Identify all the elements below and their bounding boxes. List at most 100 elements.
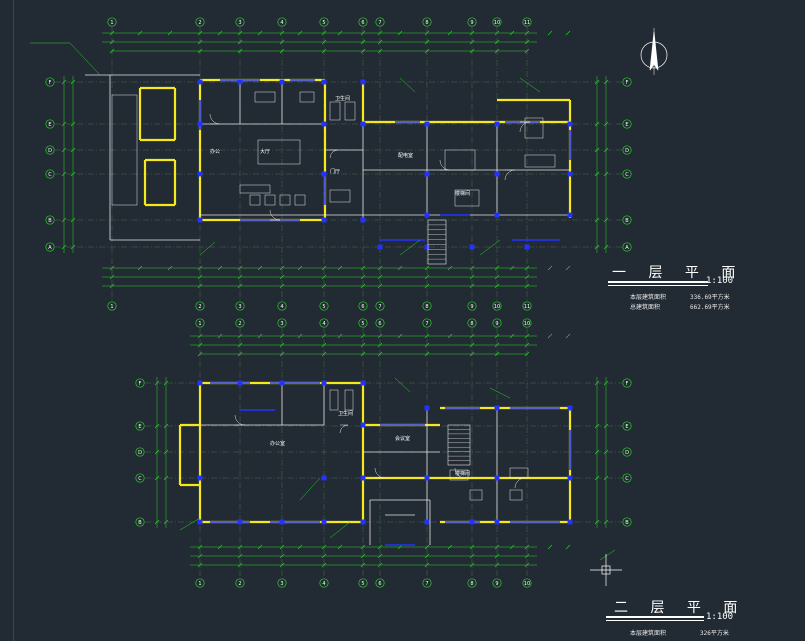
p2-col-bubble [358, 578, 368, 588]
p1-col-bubble [467, 301, 477, 311]
p2-fixture [509, 489, 523, 501]
p2-door-swing [374, 467, 386, 479]
p1-structural-column [424, 171, 430, 177]
p2-structural-column [237, 519, 243, 525]
p1-fixture [294, 194, 306, 206]
p2-dim-tick [197, 544, 203, 550]
p1-annotation-leader [399, 77, 416, 93]
p2-fixture [509, 467, 529, 479]
p1-row-bubble-text: D [625, 148, 629, 154]
p1-dim-tick [297, 265, 303, 271]
p1-dim-tick [594, 147, 600, 153]
p2-dim-tick [163, 380, 169, 386]
p1-dim-tick [321, 39, 327, 45]
p1-col-bubble-text: 2 [198, 20, 201, 26]
p1-structural-column [494, 212, 500, 218]
p1-dim-tick [547, 30, 553, 36]
p2-col-bubble [319, 318, 329, 328]
p1-dim-tick [109, 274, 115, 280]
p1-row-bubble-text: E [48, 122, 51, 128]
p2-stair [447, 424, 471, 466]
p2-structural-column [197, 475, 203, 481]
p1-dim-tick [424, 48, 430, 54]
p1-structural-column [524, 244, 530, 250]
p1-dim-tick [424, 274, 430, 280]
p1-col-bubble-text: 9 [470, 304, 473, 310]
p2-structural-column [279, 380, 285, 386]
p1-col-bubble [107, 17, 117, 27]
p2-dim-tick [297, 544, 303, 550]
p2-dim-tick [603, 423, 609, 429]
p2-door-swing [454, 467, 466, 479]
annotation-layer [590, 28, 668, 586]
p2-dim-tick [377, 342, 383, 348]
p2-dim-tick [424, 333, 430, 339]
p2-dim-tick [279, 544, 285, 550]
crosshair-box [601, 565, 611, 575]
p1-dim-tick [524, 274, 530, 280]
p1-fixture [249, 194, 261, 206]
p2-col-bubble [195, 318, 205, 328]
p2-dim-tick [279, 553, 285, 559]
p1-dim-tick [377, 265, 383, 271]
p1-dim-tick [257, 265, 263, 271]
p1-row-bubble [45, 169, 55, 179]
p2-fixture [329, 389, 339, 411]
p2-row-bubble [135, 378, 145, 388]
p2-row-bubble-text: B [625, 520, 629, 526]
p2-dim-tick [163, 519, 169, 525]
p1-col-bubble [319, 17, 329, 27]
p1-door-swing [439, 159, 451, 171]
p2-col-bubble-text: 3 [280, 321, 283, 327]
room-label-office: 办公 [210, 149, 221, 155]
p2-row-bubble [135, 447, 145, 457]
p2-dim-tick [197, 351, 203, 357]
p2-structural-column [360, 475, 366, 481]
p1-dim-tick [524, 283, 530, 289]
p2-dim-tick [594, 519, 600, 525]
p2-dim-tick [279, 351, 285, 357]
p1-dim-tick [197, 274, 203, 280]
p2-row-bubble [135, 421, 145, 431]
p1-structural-column [424, 212, 430, 218]
p1-fixture [254, 91, 276, 103]
p1-col-bubble [277, 17, 287, 27]
room-label-lobby: 门厅 [330, 169, 341, 175]
p2-structural-column [279, 519, 285, 525]
p1-row-bubble [622, 169, 632, 179]
p1-structural-column [321, 171, 327, 177]
p2-dim-tick [321, 333, 327, 339]
p1-dim-tick [494, 283, 500, 289]
p1-row-bubble-text: C [48, 172, 52, 178]
p1-structural-column [321, 217, 327, 223]
p2-dim-tick [594, 475, 600, 481]
p2-row-bubble-text: B [138, 520, 142, 526]
p1-structural-column [567, 121, 573, 127]
p1-dim-tick [197, 265, 203, 271]
p2-dim-tick [524, 342, 530, 348]
p2-col-bubble [522, 318, 532, 328]
p2-structural-column [567, 475, 573, 481]
p1-row-bubble-text: F [626, 80, 629, 86]
room-label-stair: 楼梯间 [455, 191, 471, 197]
p1-col-bubble [422, 17, 432, 27]
p2-dim-tick [603, 380, 609, 386]
p1-col-bubble [195, 301, 205, 311]
p1-structural-column [360, 79, 366, 85]
p2-col-bubble-text: 5 [361, 321, 364, 327]
p2-dim-tick [360, 333, 366, 339]
p1-row-bubble [622, 215, 632, 225]
p1-dim-tick [217, 265, 223, 271]
p1-col-bubble-text: 1 [110, 304, 113, 310]
p2-col-bubble [467, 318, 477, 328]
p2-row-bubble [622, 447, 632, 457]
p1-col-bubble-text: 2 [198, 304, 201, 310]
p2-dim-tick [594, 423, 600, 429]
p2-dim-tick [524, 351, 530, 357]
p1-dim-tick [594, 79, 600, 85]
p1-structural-column [424, 121, 430, 127]
p1-dim-tick [197, 48, 203, 54]
p1-col-bubble-text: 11 [524, 304, 530, 310]
